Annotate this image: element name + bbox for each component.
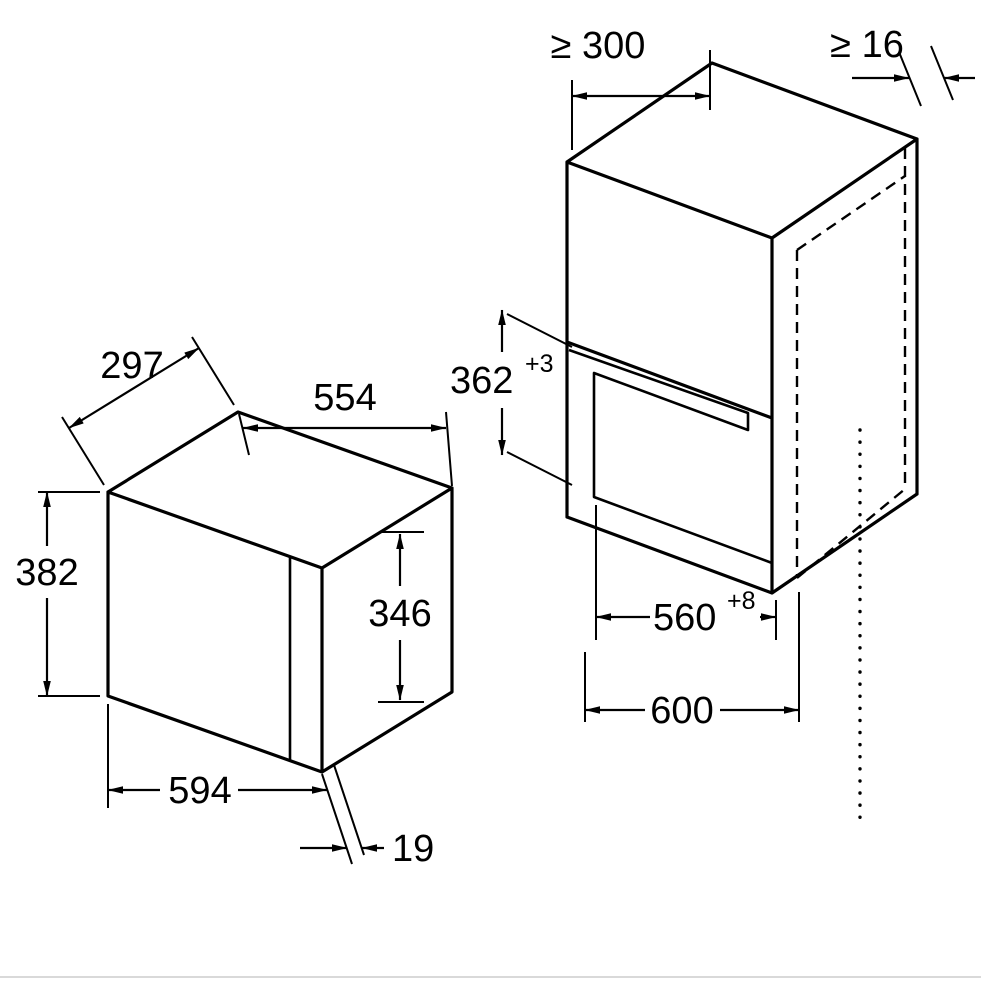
dim-niche-depth-extension-lines [571, 50, 711, 150]
dim-niche-depth-min: ≥ 300 [551, 25, 711, 150]
niche-drawing: ≥ 300 ≥ 16 362 +3 [450, 24, 975, 824]
dim-niche-outer-width-label: 600 [650, 690, 713, 732]
dim-door-projection-label: 19 [392, 828, 434, 870]
niche-interior-edges [568, 348, 773, 565]
dim-height-label: 382 [15, 552, 78, 594]
dim-niche-side-min: ≥ 16 [830, 24, 975, 107]
dim-height-front-label: 346 [368, 593, 431, 635]
dim-niche-height-label: 362 +3 [450, 350, 554, 402]
dim-niche-height-extension-lines [506, 313, 573, 486]
dim-niche-width-label: 560 +8 [653, 587, 756, 639]
appliance-outline [106, 410, 454, 774]
dim-niche-side-extension-lines [898, 45, 954, 107]
dim-niche-width: 560 +8 [595, 505, 777, 640]
dim-height-front-ticks [378, 531, 424, 703]
dim-niche-width-tolerance: +8 [727, 587, 756, 615]
dim-width-top-label: 554 [313, 377, 376, 419]
dim-door-projection-extension-line [333, 764, 365, 856]
dim-niche-height-tolerance: +3 [525, 350, 554, 378]
dim-width-bottom-label: 594 [168, 770, 231, 812]
dim-height-front: 346 [368, 531, 432, 703]
niche-outline [565, 61, 919, 595]
dim-depth-label: 297 [100, 345, 163, 387]
dim-width-top-extension-lines [238, 411, 453, 487]
dim-niche-depth-label: ≥ 300 [551, 25, 646, 67]
dim-width-bottom: 594 [107, 704, 353, 865]
dim-niche-height: 362 +3 [450, 309, 573, 486]
dim-depth: 297 [61, 336, 235, 486]
dim-niche-side-label: ≥ 16 [830, 24, 904, 66]
appliance-drawing: 297 554 382 346 [15, 336, 454, 870]
dim-height: 382 [15, 491, 100, 697]
dim-niche-width-value: 560 [653, 597, 716, 639]
dim-door-projection: 19 [300, 764, 434, 870]
dim-niche-outer-width: 600 [584, 592, 800, 732]
dim-niche-height-value: 362 [450, 360, 513, 402]
dim-width-top: 554 [238, 377, 453, 487]
dim-depth-arrow [68, 347, 200, 429]
niche-hidden-edges [795, 148, 907, 579]
